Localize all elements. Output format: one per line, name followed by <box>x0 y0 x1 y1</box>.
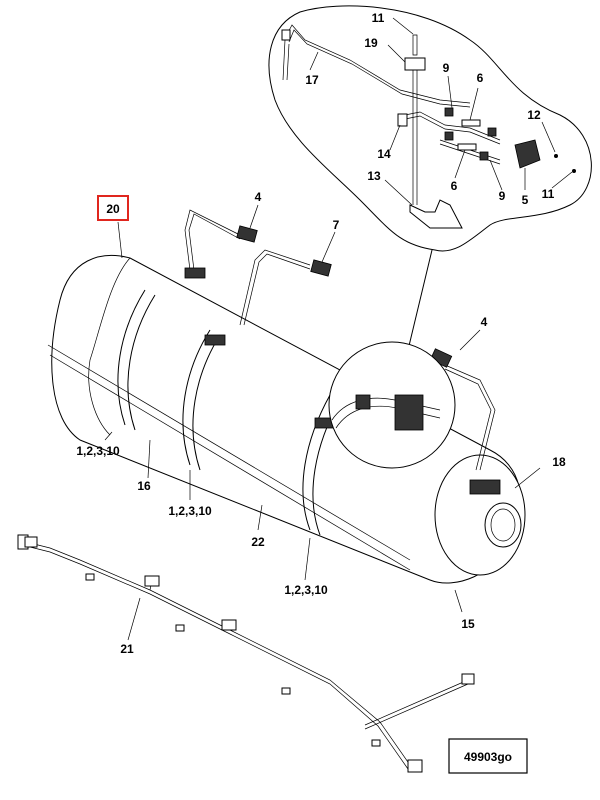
leader-lines <box>104 17 573 641</box>
callout-labels: 20 4 7 4 18 1,2,3,10 16 1,2,3,10 22 1,2,… <box>76 11 566 656</box>
circle-detail <box>328 341 456 469</box>
detail-callout-19: 19 <box>364 36 378 50</box>
callout-16: 16 <box>137 479 151 493</box>
detail-callout-11-top: 11 <box>372 11 385 25</box>
figure-id-box: 49903go <box>448 738 528 774</box>
callout-1-2-3-10-mid: 1,2,3,10 <box>168 504 212 518</box>
callout-21: 21 <box>120 642 134 656</box>
callout-4-right: 4 <box>481 315 488 329</box>
callout-7: 7 <box>333 218 340 232</box>
detail-callout-6-bottom: 6 <box>451 179 458 193</box>
detail-callout-9-bottom: 9 <box>499 189 506 203</box>
figure-id-text: 49903go <box>464 750 512 764</box>
detail-callout-6-top: 6 <box>477 71 484 85</box>
exhaust-tank <box>47 254 526 584</box>
callout-4-top: 4 <box>255 190 262 204</box>
callout-22: 22 <box>251 535 265 549</box>
wiring-harness <box>17 534 475 773</box>
detail-callout-14: 14 <box>377 147 391 161</box>
callout-18: 18 <box>552 455 566 469</box>
callout-20: 20 <box>106 202 120 216</box>
callout-15: 15 <box>461 617 475 631</box>
detail-callout-12: 12 <box>527 108 541 122</box>
detail-view <box>268 5 592 351</box>
detail-callout-17: 17 <box>305 73 319 87</box>
callout-1-2-3-10-right: 1,2,3,10 <box>284 583 328 597</box>
detail-callout-11-bottom: 11 <box>542 187 555 201</box>
highlight-box <box>97 195 129 221</box>
callout-1-2-3-10-left: 1,2,3,10 <box>76 444 120 458</box>
detail-callout-9-top: 9 <box>443 61 450 75</box>
detail-callout-5: 5 <box>522 193 529 207</box>
detail-callout-13: 13 <box>367 169 381 183</box>
